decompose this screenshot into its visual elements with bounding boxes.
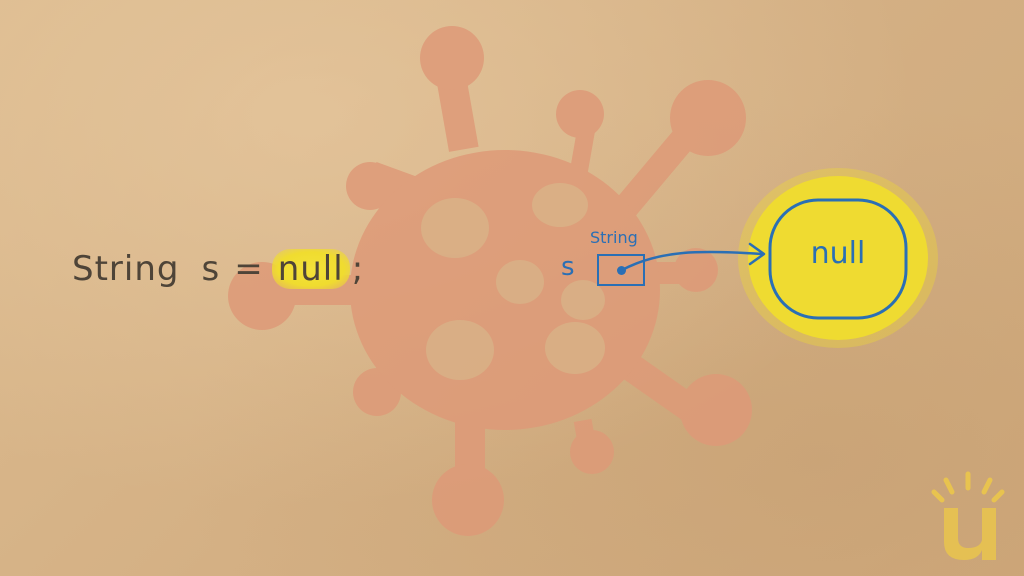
reference-type-label: String	[590, 228, 638, 247]
reference-arrow	[620, 250, 764, 272]
code-assign-operator: =	[234, 249, 264, 289]
u-logo-icon	[931, 471, 1005, 560]
null-node-label: null	[810, 236, 866, 271]
code-semicolon: ;	[351, 249, 365, 289]
null-node-highlight	[748, 176, 928, 340]
arrow-head-icon	[748, 242, 766, 266]
code-type-token: String	[72, 249, 180, 289]
reference-variable-label: s	[561, 252, 575, 282]
reference-box	[597, 254, 645, 286]
null-node-outline	[768, 198, 908, 320]
reference-pointer-dot	[617, 266, 626, 275]
code-null-literal: null	[271, 249, 350, 289]
code-variable-token: s	[201, 249, 221, 289]
code-statement: String s = null ;	[72, 244, 364, 294]
